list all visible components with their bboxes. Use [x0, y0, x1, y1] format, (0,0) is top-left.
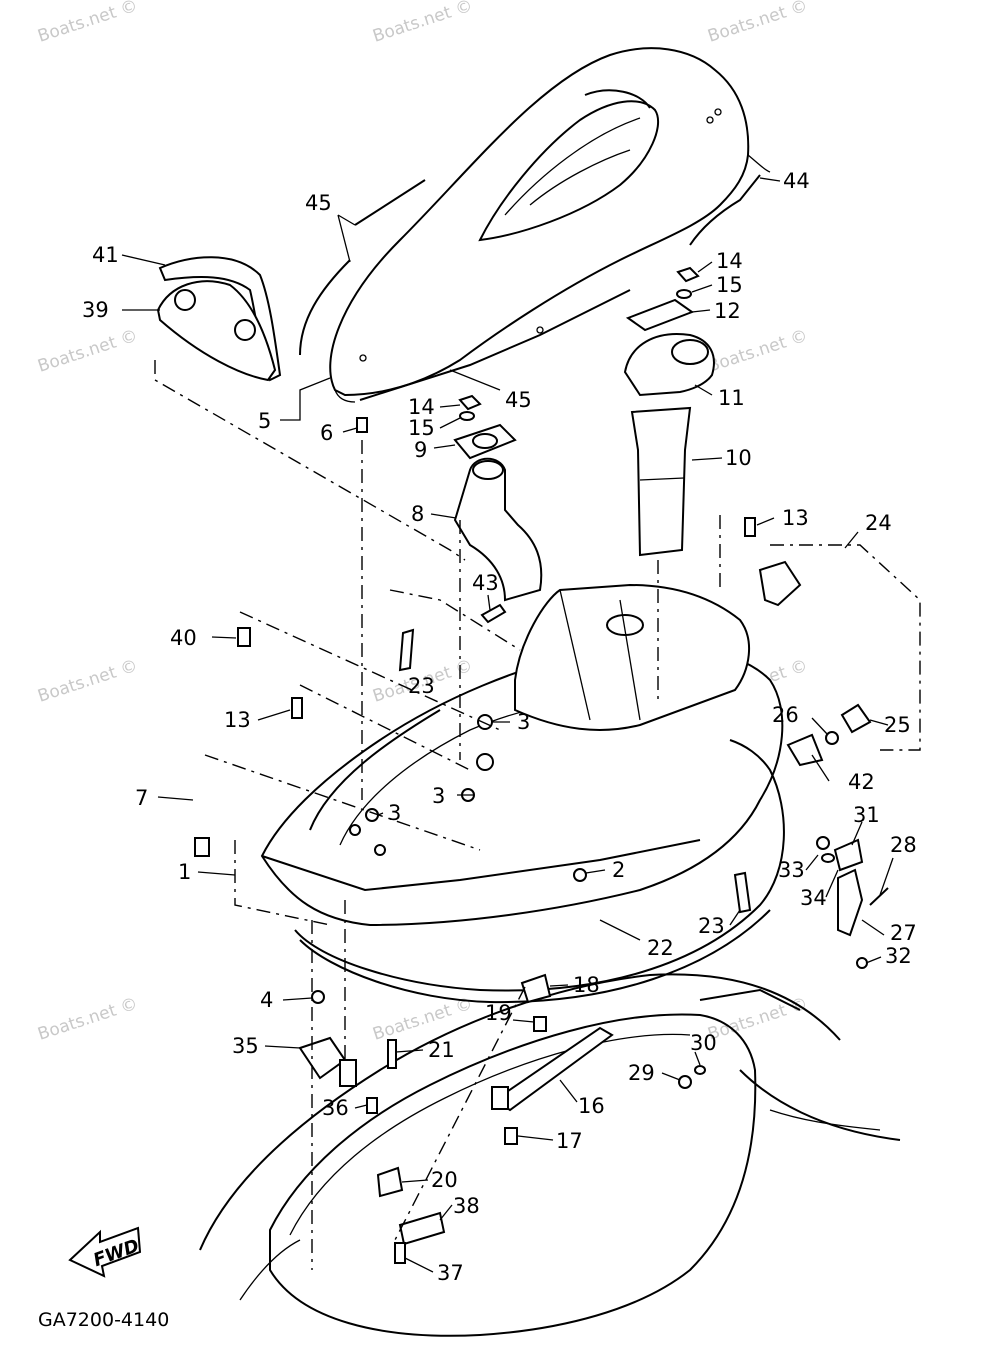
callout-28: 28 — [890, 833, 917, 857]
callout-35: 35 — [232, 1034, 259, 1058]
callout-26: 26 — [772, 703, 799, 727]
callout-14: 14 — [408, 395, 435, 419]
watermark: Boats.net © — [35, 994, 140, 1045]
callout-4: 4 — [260, 988, 273, 1012]
callouts: 44 45 41 39 14 15 12 11 45 5 6 14 15 9 1… — [82, 169, 917, 1285]
callout-34: 34 — [800, 886, 827, 910]
callout-30: 30 — [690, 1031, 717, 1055]
watermark: Boats.net © — [35, 326, 140, 377]
watermark: Boats.net © — [35, 0, 140, 47]
callout-9: 9 — [414, 438, 427, 462]
main-housing-part — [260, 583, 785, 1004]
callout-6: 6 — [320, 421, 333, 445]
callout-15: 15 — [716, 273, 743, 297]
watermark: Boats.net © — [705, 994, 810, 1045]
callout-38: 38 — [453, 1194, 480, 1218]
callout-3: 3 — [517, 710, 530, 734]
callout-45: 45 — [505, 388, 532, 412]
callout-23: 23 — [408, 674, 435, 698]
callout-23: 23 — [698, 914, 725, 938]
callout-10: 10 — [725, 446, 752, 470]
outlet-parts-right — [623, 266, 715, 557]
callout-2: 2 — [612, 858, 625, 882]
callout-39: 39 — [82, 298, 109, 322]
callout-8: 8 — [411, 502, 424, 526]
callout-24: 24 — [865, 511, 892, 535]
watermark: Boats.net © — [35, 656, 140, 707]
callout-22: 22 — [647, 936, 674, 960]
callout-13: 13 — [782, 506, 809, 530]
callout-36: 36 — [322, 1096, 349, 1120]
fwd-arrow: FWD — [68, 1226, 142, 1278]
callout-45: 45 — [305, 191, 332, 215]
lower-hull-part — [199, 973, 901, 1337]
callout-42: 42 — [848, 770, 875, 794]
callout-37: 37 — [437, 1261, 464, 1285]
callout-1: 1 — [178, 860, 191, 884]
upper-cover-part — [329, 47, 771, 403]
callout-7: 7 — [135, 786, 148, 810]
callout-17: 17 — [556, 1129, 583, 1153]
callout-13: 13 — [224, 708, 251, 732]
callout-18: 18 — [573, 973, 600, 997]
callout-25: 25 — [884, 713, 911, 737]
callout-21: 21 — [428, 1038, 455, 1062]
callout-11: 11 — [718, 386, 745, 410]
callout-5: 5 — [258, 409, 271, 433]
callout-19: 19 — [485, 1001, 512, 1025]
outlet-parts-center — [453, 394, 543, 602]
callout-33: 33 — [778, 858, 805, 882]
callout-27: 27 — [890, 921, 917, 945]
callout-32: 32 — [885, 944, 912, 968]
callout-41: 41 — [92, 243, 119, 267]
callout-31: 31 — [853, 803, 880, 827]
callout-20: 20 — [431, 1168, 458, 1192]
callout-3: 3 — [432, 784, 445, 808]
callout-43: 43 — [472, 571, 499, 595]
watermark: Boats.net © — [705, 0, 810, 47]
watermark: Boats.net © — [370, 0, 475, 47]
callout-44: 44 — [783, 169, 810, 193]
callout-40: 40 — [170, 626, 197, 650]
watermark: Boats.net © — [705, 326, 810, 377]
callout-29: 29 — [628, 1061, 655, 1085]
callout-12: 12 — [714, 299, 741, 323]
callout-3: 3 — [388, 801, 401, 825]
callout-15: 15 — [408, 416, 435, 440]
watermark: Boats.net © — [370, 994, 475, 1045]
leader-lines — [121, 177, 894, 1273]
callout-16: 16 — [578, 1094, 605, 1118]
drawing-code: GA7200-4140 — [38, 1309, 169, 1331]
callout-14: 14 — [716, 249, 743, 273]
